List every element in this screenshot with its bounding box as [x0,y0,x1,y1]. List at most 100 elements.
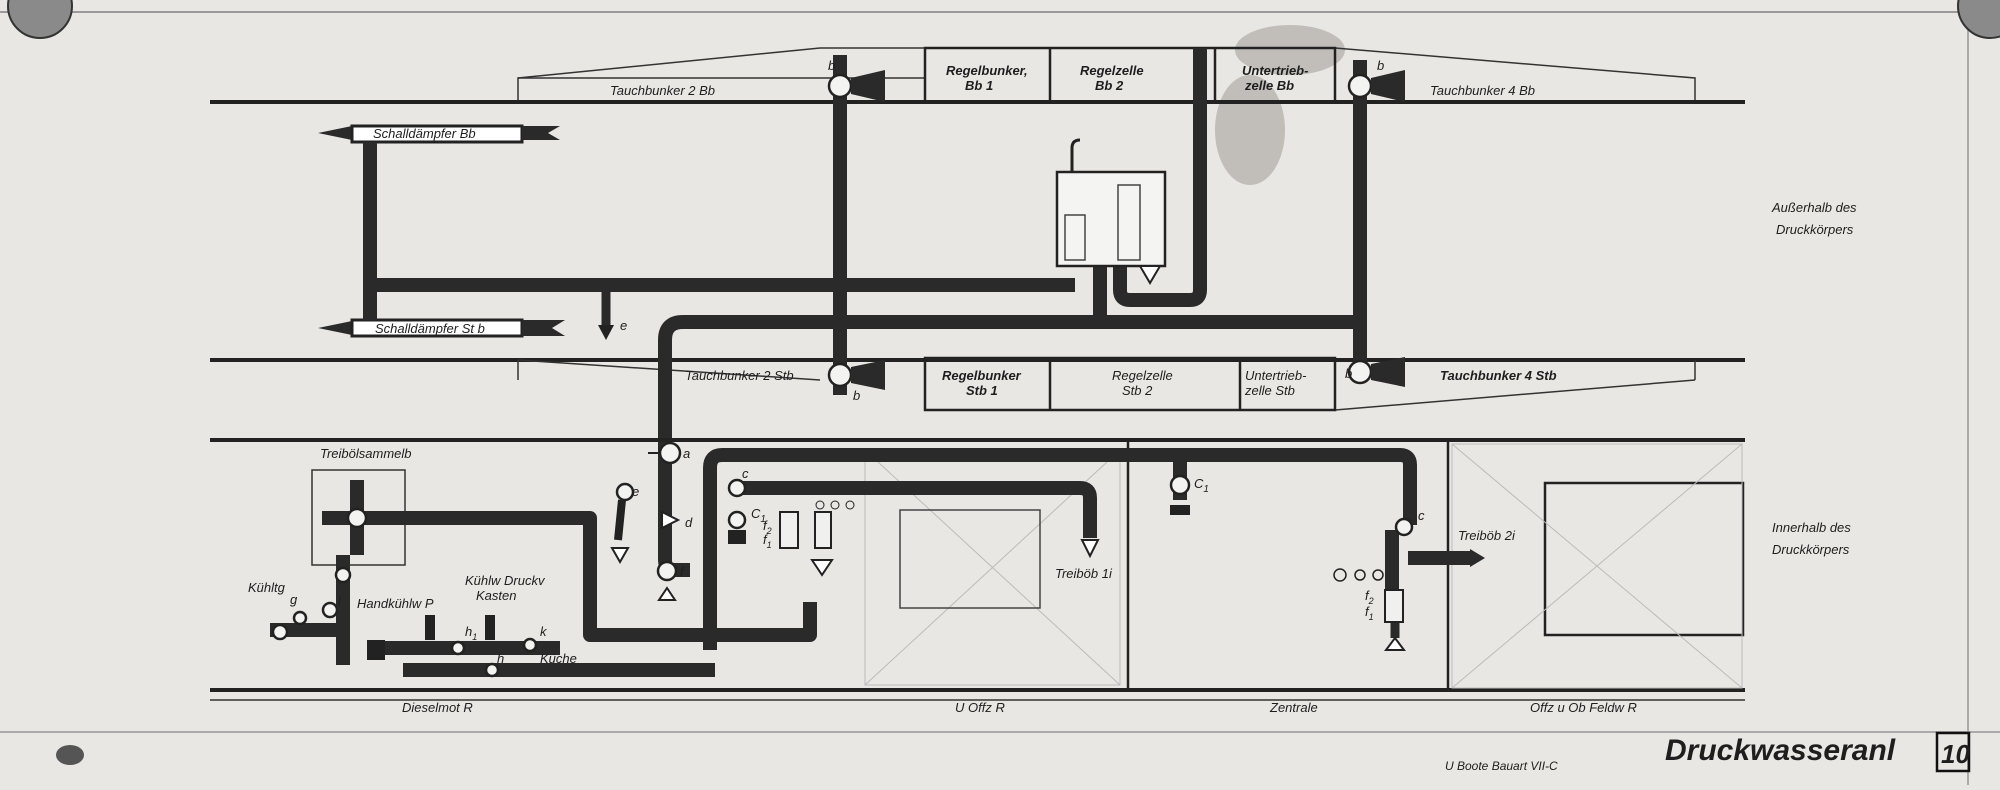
label-kuehlw-druckv-l2: Kasten [476,588,516,603]
label-ausserhalb-l2: Druckkörpers [1776,222,1854,237]
compartment-box-right [1543,481,1745,637]
letter-h: h [497,651,504,666]
letter-f2-inner-sub: 2 [766,526,772,536]
letter-b-1: b [828,58,835,73]
label-kuehltg: Kühltg [248,580,286,595]
letter-f1-inner-sub: 1 [767,540,772,550]
letter-f2-zentrale: f2 [1365,588,1374,606]
tank-outline-top-slope [517,47,821,79]
untertrieb-bb-pipe [1113,48,1207,307]
valve-c1-inner-block [728,530,746,544]
letter-f1-inner-main: f [763,532,768,547]
valve-e-outlet [598,325,614,340]
gauge-z3 [1372,569,1384,581]
valve-b-2stb-flange [851,360,885,390]
valve-c1-zentrale-base [1170,505,1190,515]
valve-d [661,510,681,530]
letter-c1-inner-sub: 1 [760,514,766,525]
gauge-z1 [1333,568,1347,582]
label-treiboelb-2i: Treiböb 2i [1458,528,1516,543]
label-untertriebzelle-bb: Untertrieb-zelle Bb [1242,63,1308,93]
valve-e-inner-drain [610,547,630,565]
silencer-stb-tail [522,320,565,336]
footer-title: Druckwasseranl [1665,734,1896,767]
label-regelzelle-stb2-l2: Stb 2 [1122,383,1153,398]
gauge-2 [830,500,840,510]
label-treiboelsammelb: Treibölsammelb [320,446,412,461]
gauge-1 [815,500,825,510]
gauge-3 [845,500,855,510]
silencer-bb-arrow [318,126,352,140]
gauge-z2 [1354,569,1366,581]
letter-c-zentrale: c [1418,508,1425,523]
silencer-stb-arrow [318,321,352,335]
valve-b-4bb [1347,73,1373,99]
label-regelzelle-bb2-l2: Bb 2 [1095,78,1124,93]
tank-outline-top-right [1334,47,1696,100]
valve-g [292,610,308,626]
compartment-label-2: Zentrale [1269,700,1318,715]
label-kueche: Küche [540,651,577,666]
label-schalldaempfer-stb: Schalldämpfer St b [375,321,485,336]
valve-b-4bb-flange [1371,70,1405,102]
letter-f2-zentrale-main: f [1365,588,1370,603]
letter-c1-zentrale-main: C [1194,476,1204,491]
regelzelle-tank [1055,170,1167,268]
lower-main-pipe [658,315,1360,505]
label-regelbunker-stb1-l2: Stb 1 [966,383,998,398]
mount-top-left [7,0,73,39]
valve-i-upper [334,566,352,584]
letter-f1-zentrale-main: f [1365,604,1370,619]
label-regelzelle-bb2-l1: Regelzelle [1080,63,1144,78]
water-stain [1235,25,1345,75]
valve-h1 [450,640,466,656]
letter-f2-zentrale-sub: 2 [1368,596,1374,606]
druckvent-stub [485,615,495,640]
filter-zentrale [1384,589,1404,623]
label-untertriebzelle-bb-l2: zelle Bb [1244,78,1294,93]
kuehl-box [367,640,385,660]
compartment-label-3: Offz u Ob Feldw R [1530,700,1637,715]
letter-b-2: b [1377,58,1384,73]
label-regelbunker-bb1: Regelbunker,Bb 1 [946,63,1028,93]
valve-b1-kuehltg [271,623,289,641]
letter-h1-main: h [465,624,472,639]
valve-h [484,662,500,678]
letter-e: e [632,484,639,499]
label-regelzelle-stb2-l1: Regelzelle [1112,368,1173,383]
label-kuehlw-druckv-l1: Kühlw Druckv [465,573,546,588]
treiboel-1i-outlet [1080,539,1100,559]
valve-c1-zentrale [1169,474,1191,496]
treiboel-2i-outlet [1470,549,1485,567]
valve-i [321,601,339,619]
mount-top-right [1957,0,2000,39]
label-tauchbunker-2bb: Tauchbunker 2 Bb [610,83,715,98]
compartment-label-0: Dieselmot R [402,700,473,715]
letter-c1-inner: C1 [751,506,766,525]
zentrale-drain [1384,636,1406,651]
letter-h1: h1 [465,624,477,642]
footer-class: U Boote Bauart VII-C [1445,759,1558,773]
compartment-label-1: U Offz R [955,700,1005,715]
inner-ring-pipe [703,448,1417,650]
label-schalldaempfer-bb: Schalldämpfer Bb [373,126,476,141]
valve-b-4stb [1347,359,1373,385]
label-ausserhalb-l1: Außerhalb des [1771,200,1857,215]
valve-b-2bb-flange [851,70,885,102]
valve-k [522,637,538,653]
letter-f2-inner: f2 [763,518,772,536]
letter-f1-zentrale-sub: 1 [1369,612,1374,622]
label-untertriebzelle-stb: Untertrieb-zelle Stb [1244,368,1307,398]
tank-drain [1138,265,1162,285]
label-handkuehlw: Handkühlw P [357,596,434,611]
letter-f2-inner-main: f [763,518,768,533]
label-tauchbunker-4stb: Tauchbunker 4 Stb [1440,368,1557,383]
label-treiboelb-1i: Treiböb 1i [1055,566,1113,581]
letter-f1-zentrale: f1 [1365,604,1374,622]
letter-e-outer: e [620,318,627,333]
